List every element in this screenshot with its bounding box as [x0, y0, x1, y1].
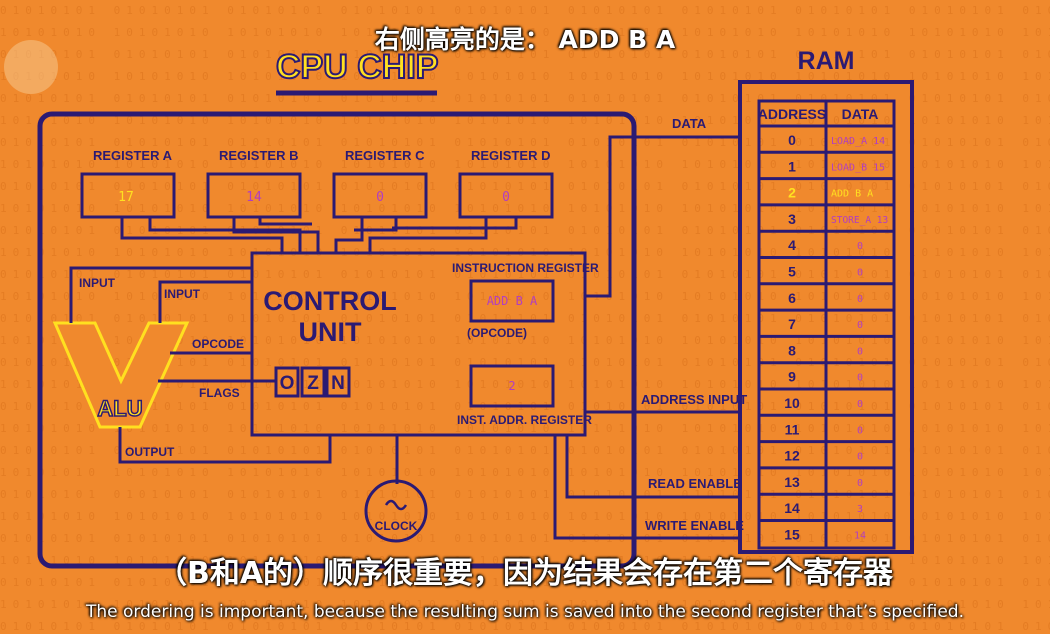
read-enable-label: READ ENABLE — [648, 476, 742, 491]
flag-o: O — [280, 373, 295, 394]
ram-data-cell: STORE_A 13 — [831, 215, 888, 226]
ram-data-cell: 0 — [857, 320, 863, 331]
ram-address-cell: 8 — [788, 342, 796, 358]
ram-address-cell: 13 — [784, 474, 800, 490]
ram-data-cell: 0 — [857, 241, 863, 252]
ram-address-cell: 10 — [784, 395, 800, 411]
opcode-label: (OPCODE) — [467, 326, 527, 340]
ram-address-cell: 0 — [788, 132, 796, 148]
alu-input-1-label: INPUT — [79, 276, 116, 290]
ram-data-cell: 0 — [857, 399, 863, 410]
register-d-value: 0 — [502, 190, 510, 205]
ram-address-cell: 1 — [788, 158, 796, 174]
ram-header-data: DATA — [842, 106, 879, 122]
alu-output-label: OUTPUT — [125, 445, 175, 459]
ram-address-cell: 15 — [784, 527, 800, 543]
ram-address-cell: 14 — [784, 500, 800, 516]
register-wires — [120, 217, 518, 253]
subtitle-chinese: （B和A的）顺序很重要，因为结果会存在第二个寄存器 — [156, 556, 894, 591]
ram-data-cell: 0 — [857, 268, 863, 279]
write-enable-label: WRITE ENABLE — [645, 518, 744, 533]
ram-bus-wires — [553, 135, 740, 540]
flags-register: O Z N — [274, 366, 351, 398]
clock-wave-icon — [384, 499, 408, 511]
inst-addr-register-box — [469, 364, 555, 408]
alu-shape — [52, 321, 190, 429]
instruction-register-box — [469, 279, 555, 323]
ram-data-cell: 0 — [857, 425, 863, 436]
register-c: REGISTER C 0 — [332, 148, 428, 219]
data-bus-label: DATA — [672, 116, 707, 131]
alu-flags-label: FLAGS — [199, 386, 240, 400]
control-unit-box — [250, 251, 587, 437]
ram-data-cell: 0 — [857, 452, 863, 463]
register-c-label: REGISTER C — [345, 148, 425, 163]
flag-n: N — [331, 373, 345, 394]
ram-data-cell: 0 — [857, 294, 863, 305]
ram-data-cell: 0 — [857, 478, 863, 489]
clock-label: CLOCK — [375, 519, 418, 533]
inst-addr-register-label: INST. ADDR. REGISTER — [457, 413, 592, 427]
ram-border — [738, 80, 914, 554]
register-a: REGISTER A 17 — [80, 148, 176, 219]
ram-header-address: ADDRESS — [758, 106, 826, 122]
ram-address-cell: 2 — [788, 185, 796, 201]
ram-address-cell: 7 — [788, 316, 796, 332]
register-b-value: 14 — [246, 190, 262, 205]
register-c-value: 0 — [376, 190, 384, 205]
ram-address-cell: 4 — [788, 237, 796, 253]
clock-circle — [364, 479, 428, 543]
register-a-value: 17 — [118, 190, 134, 205]
alu-input-2-label: INPUT — [164, 287, 201, 301]
control-unit-title-1: CONTROL — [263, 286, 396, 316]
cpu-chip-title: CPU CHIP — [276, 48, 438, 86]
ram-rows: 0 LOAD_A 14 1 LOAD_B 15 2 ADD B A 3 STORE_A 13 4… — [759, 124, 894, 543]
inst-addr-register-value: 2 — [508, 379, 515, 393]
register-a-label: REGISTER A — [93, 148, 173, 163]
ram-data-cell: 0 — [857, 346, 863, 357]
register-b: REGISTER B 14 — [206, 148, 302, 219]
ram-data-cell: 0 — [857, 373, 863, 384]
ram-address-cell: 3 — [788, 211, 796, 227]
instruction-register-label: INSTRUCTION REGISTER — [452, 261, 599, 275]
ram-address-cell: 6 — [788, 290, 796, 306]
register-d-label: REGISTER D — [471, 148, 550, 163]
ram-address-cell: 5 — [788, 264, 796, 280]
alu-opcode-label: OPCODE — [192, 337, 244, 351]
ram-address-cell: 11 — [785, 421, 800, 437]
alu-label: ALU — [97, 396, 142, 421]
cpu-border — [37, 111, 637, 569]
subtitle-english: The ordering is important, because the r… — [86, 602, 964, 622]
ram-title: RAM — [798, 47, 855, 75]
ram-address-cell: 9 — [788, 369, 796, 385]
address-input-label: ADDRESS INPUT — [641, 392, 747, 407]
instruction-register-value: ADD B A — [487, 294, 538, 308]
alu-wires — [69, 266, 332, 464]
ram-data-cell: LOAD_A 14 — [831, 136, 885, 147]
ram-data-cell: 14 — [854, 531, 866, 542]
ram-data-cell: 3 — [857, 504, 863, 515]
ram-data-cell: ADD B A — [831, 189, 873, 200]
register-b-label: REGISTER B — [219, 148, 298, 163]
ram-data-cell: LOAD_B 15 — [831, 162, 885, 173]
register-d: REGISTER D 0 — [458, 148, 554, 219]
subtitle-top: 右侧高亮的是： ADD B A — [374, 25, 676, 54]
control-unit-title-2: UNIT — [299, 317, 362, 347]
ram-address-cell: 12 — [784, 448, 800, 464]
channel-logo-icon — [4, 40, 58, 94]
flag-z: Z — [307, 373, 319, 394]
